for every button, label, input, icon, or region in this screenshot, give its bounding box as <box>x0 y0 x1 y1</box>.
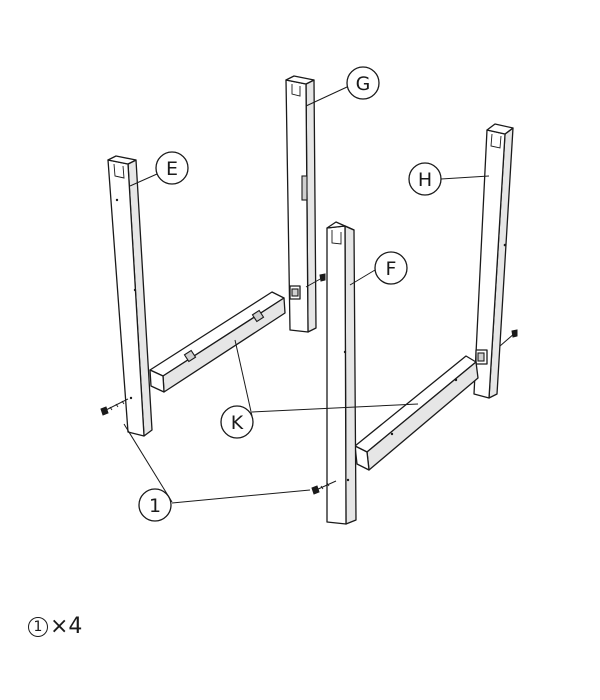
leg-f <box>326 221 357 525</box>
callout-screw-label: 1 <box>149 495 161 517</box>
callout-k-label: K <box>231 412 244 434</box>
callout-g-label: G <box>356 73 371 95</box>
callout-k: K <box>220 405 254 439</box>
screw-part-number: 1 <box>28 616 48 637</box>
callout-e: E <box>155 151 189 185</box>
screw-front <box>311 480 337 495</box>
callout-h: H <box>408 162 442 196</box>
screw-count: ×4 <box>50 614 83 639</box>
screw-back-right <box>499 329 518 347</box>
leg-h <box>473 123 514 399</box>
leg-e <box>107 155 153 437</box>
callout-h-label: H <box>418 169 432 191</box>
leg-g <box>285 75 317 333</box>
screw-quantity: 1 ×4 <box>28 614 82 639</box>
rail-k-right <box>354 355 479 471</box>
leader-lines <box>123 86 490 504</box>
screw-back <box>305 273 326 288</box>
callout-f-label: F <box>386 258 397 280</box>
callout-e-label: E <box>166 158 178 180</box>
callout-screw: 1 <box>138 488 172 522</box>
callout-g: G <box>346 66 380 100</box>
callout-f: F <box>374 251 408 285</box>
screw-left <box>100 398 129 416</box>
rail-k-left <box>149 291 286 393</box>
